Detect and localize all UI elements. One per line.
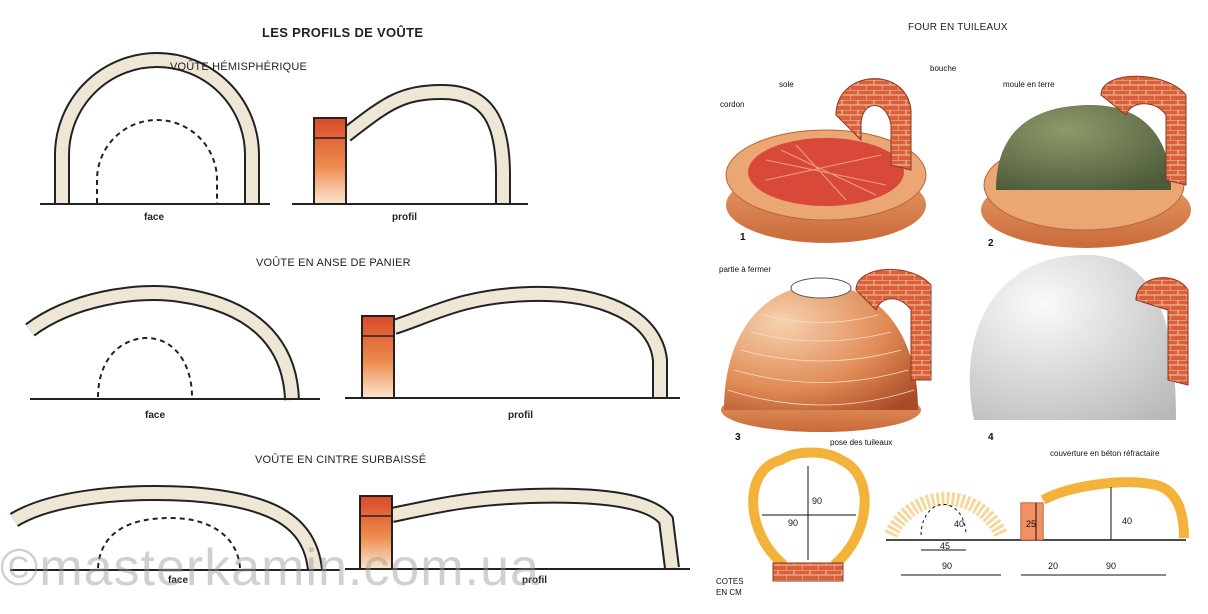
- step-number-3: 3: [735, 432, 741, 443]
- dim-front-height: 90: [812, 496, 823, 506]
- left-panel-title: LES PROFILS DE VOÛTE: [262, 25, 424, 40]
- units-note-line1: COTES: [716, 577, 744, 586]
- section-heading-segmental: VOÛTE EN CINTRE SURBAISSÉ: [255, 454, 427, 466]
- dim-section-inner-width: 45: [940, 541, 951, 551]
- dim-side-mouth-width: 20: [1048, 561, 1059, 571]
- basket-handle-face: [25, 285, 320, 401]
- face-label-3: face: [168, 575, 189, 586]
- basket-handle-profile: [345, 285, 680, 399]
- step2-clay-mould: [981, 75, 1191, 248]
- step3-tile-dome: [721, 268, 932, 432]
- tile-oven-drawing: [721, 75, 1191, 582]
- units-note-line2: EN CM: [716, 588, 742, 597]
- watermark: ©masterkamin.com.ua: [0, 539, 540, 597]
- dim-side-mouth-height: 25: [1026, 519, 1037, 529]
- dim-section-inner-height: 40: [954, 519, 965, 529]
- label-couverture: couverture en béton réfractaire: [1050, 449, 1160, 458]
- label-sole: sole: [779, 80, 794, 89]
- front-dimension-drawing: [748, 447, 870, 582]
- right-panel-title: FOUR EN TUILEAUX: [908, 22, 1008, 33]
- section-heading-hemispherical: VOÛTE HÉMISPHÉRIQUE: [170, 61, 308, 73]
- segmental-profile: [345, 487, 690, 570]
- label-pose: pose des tuileaux: [830, 438, 893, 447]
- face-label-1: face: [144, 212, 165, 223]
- profile-label-1: profil: [392, 212, 417, 223]
- profile-label-2: profil: [508, 410, 533, 421]
- label-cordon: cordon: [720, 100, 745, 109]
- dim-side-vault-height: 40: [1122, 516, 1133, 526]
- step-number-1: 1: [740, 232, 746, 243]
- dim-side-length: 90: [1106, 561, 1117, 571]
- step-number-2: 2: [988, 238, 994, 249]
- segmental-face: [9, 485, 340, 572]
- hemispherical-profile: [292, 83, 528, 205]
- vault-profiles-drawing: [9, 52, 690, 572]
- side-dimension-drawing: [1020, 477, 1189, 576]
- step1-base-and-floor: [725, 78, 927, 243]
- dim-front-width: 90: [788, 518, 799, 528]
- hemispherical-face: [40, 52, 270, 205]
- dim-section-width: 90: [942, 561, 953, 571]
- profile-label-3: profil: [522, 575, 547, 586]
- label-bouche: bouche: [930, 64, 957, 73]
- label-partie: partie à fermer: [719, 265, 772, 274]
- step4-concrete-cover: [969, 254, 1189, 420]
- face-label-2: face: [145, 410, 166, 421]
- section-heading-basket-handle: VOÛTE EN ANSE DE PANIER: [256, 257, 411, 269]
- label-moule: moule en terre: [1003, 80, 1055, 89]
- step-number-4: 4: [988, 432, 994, 443]
